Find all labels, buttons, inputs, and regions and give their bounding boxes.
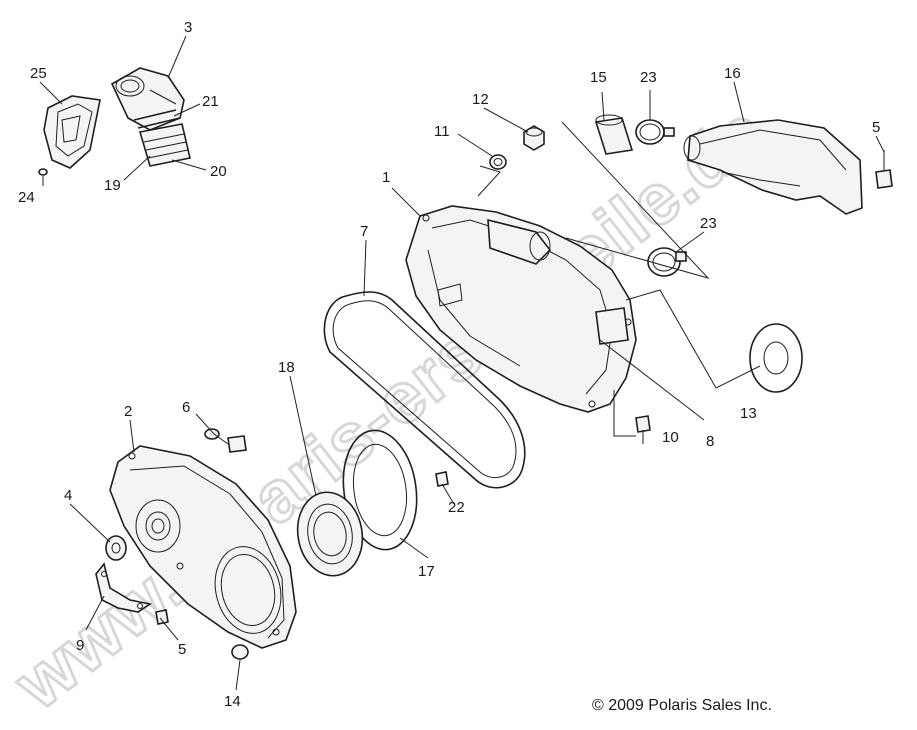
callout-20: 20 xyxy=(210,163,227,180)
callout-11: 11 xyxy=(434,123,450,140)
callout-14: 14 xyxy=(224,693,241,710)
callout-10: 10 xyxy=(662,429,679,446)
callout-labels: 25 24 3 21 20 19 12 11 1 15 23 16 5 23 7… xyxy=(18,19,880,710)
part-9-bracket xyxy=(95,562,153,613)
part-12-breather xyxy=(523,125,545,151)
part-23-clamp-lower xyxy=(647,247,687,277)
part-17-plate xyxy=(342,429,418,551)
callout-25: 25 xyxy=(30,65,47,82)
part-7-drive-belt xyxy=(323,291,526,489)
part-5-bolt-upper xyxy=(875,150,893,189)
part-4-bushing xyxy=(105,535,127,561)
callout-24: 24 xyxy=(18,189,35,206)
part-15-coupler xyxy=(594,114,634,155)
callout-17: 17 xyxy=(418,563,435,580)
callout-23-upper: 23 xyxy=(640,69,657,86)
part-1-outer-cover xyxy=(405,205,637,413)
part-16-outlet-duct xyxy=(683,119,863,215)
part-5-bolt-lower xyxy=(155,609,169,625)
part-2-inner-cover xyxy=(109,445,297,649)
callout-23-lower: 23 xyxy=(700,215,717,232)
callout-12: 12 xyxy=(472,91,489,108)
part-6-bolt-washer xyxy=(204,428,247,453)
part-18-seal xyxy=(296,491,364,577)
callout-4: 4 xyxy=(64,487,72,504)
part-24-screw xyxy=(38,168,48,176)
part-10-bolt xyxy=(635,415,651,444)
callout-16: 16 xyxy=(724,65,741,82)
callout-18: 18 xyxy=(278,359,295,376)
copyright-notice: © 2009 Polaris Sales Inc. xyxy=(592,697,772,714)
part-14-plug xyxy=(231,644,249,660)
callout-3: 3 xyxy=(184,19,192,36)
callout-13: 13 xyxy=(740,405,757,422)
callout-19: 19 xyxy=(104,177,121,194)
part-3-duct-elbow xyxy=(110,67,185,131)
callout-5-lower: 5 xyxy=(178,641,186,658)
callout-6: 6 xyxy=(182,399,190,416)
part-22-screw xyxy=(435,471,449,487)
callout-9: 9 xyxy=(76,637,84,654)
callout-7: 7 xyxy=(360,223,368,240)
part-19-20-coupler xyxy=(138,123,191,167)
callout-2: 2 xyxy=(124,403,132,420)
part-25-intake-boot xyxy=(43,95,101,169)
leader-lines xyxy=(39,35,885,691)
part-13-gasket xyxy=(749,323,803,393)
part-8-decal xyxy=(595,307,629,345)
callout-8: 8 xyxy=(706,433,714,450)
callout-1: 1 xyxy=(382,169,390,186)
callout-5-upper: 5 xyxy=(872,119,880,136)
callout-21: 21 xyxy=(202,93,219,110)
callout-22: 22 xyxy=(448,499,465,516)
part-21-clamp xyxy=(133,109,181,129)
callout-15: 15 xyxy=(590,69,607,86)
part-11-o-ring xyxy=(489,154,507,170)
